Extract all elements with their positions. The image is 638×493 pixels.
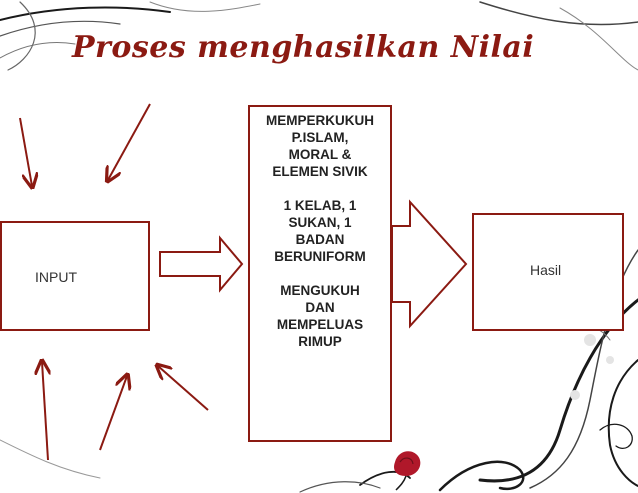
input-label: INPUT xyxy=(35,269,77,285)
process-line: 1 KELAB, 1 xyxy=(283,198,357,213)
page-title: Proses menghasilkan Nilai xyxy=(72,30,535,65)
process-line: MEMPELUAS xyxy=(276,317,364,332)
process-line: RIMUP xyxy=(298,334,342,349)
process-gap xyxy=(248,265,392,282)
output-label: Hasil xyxy=(530,262,562,278)
process-line: BADAN xyxy=(295,232,345,247)
process-line: ELEMEN SIVIK xyxy=(272,164,368,179)
process-line: P.ISLAM, xyxy=(291,130,349,145)
process-line: MENGUKUH xyxy=(280,283,360,298)
process-text: MEMPERKUKUH P.ISLAM, MORAL & ELEMEN SIVI… xyxy=(248,112,392,350)
process-line: SUKAN, 1 xyxy=(288,215,352,230)
process-gap xyxy=(248,180,392,197)
rose-icon xyxy=(394,451,421,491)
process-box xyxy=(248,105,392,442)
input-box xyxy=(0,221,150,331)
process-line: DAN xyxy=(305,300,335,315)
process-line: BERUNIFORM xyxy=(274,249,366,264)
process-line: MEMPERKUKUH xyxy=(266,113,374,128)
output-box xyxy=(472,213,624,331)
process-line: MORAL & xyxy=(288,147,352,162)
